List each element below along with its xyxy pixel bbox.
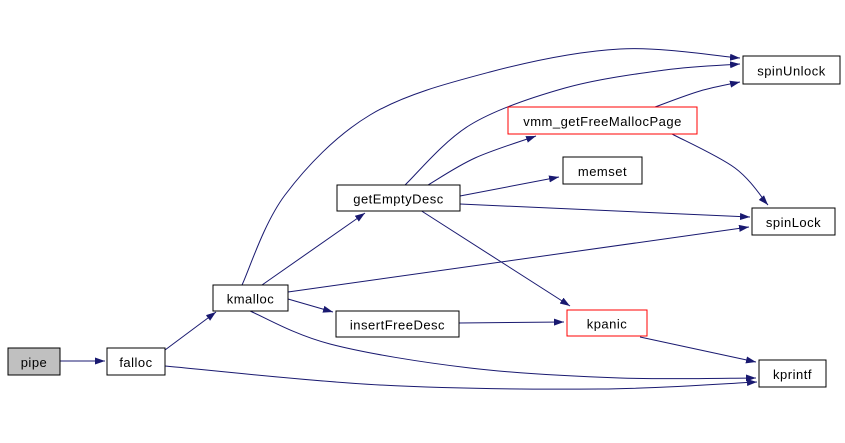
- node-pipe-box: [7, 347, 61, 376]
- node-spinUnlock-box[interactable]: [742, 55, 841, 85]
- node-spinLock[interactable]: spinLock: [751, 207, 836, 236]
- node-insertFreeDesc-label: insertFreeDesc: [350, 318, 445, 333]
- edge-getEmptyDesc-to-spinLock: [459, 203, 751, 221]
- node-memset-label: memset: [578, 164, 627, 179]
- node-kpanic-box[interactable]: [566, 309, 648, 337]
- node-memset[interactable]: memset: [562, 156, 643, 185]
- node-kpanic-label: kpanic: [587, 317, 628, 332]
- node-memset-box[interactable]: [562, 156, 643, 185]
- node-vmm_getFreeMallocPage[interactable]: vmm_getFreeMallocPage: [507, 106, 698, 135]
- node-spinUnlock[interactable]: spinUnlock: [742, 55, 841, 85]
- node-kpanic[interactable]: kpanic: [566, 309, 648, 337]
- edge-getEmptyDesc-to-memset: [459, 175, 560, 197]
- node-spinLock-box[interactable]: [751, 207, 836, 236]
- node-kmalloc-label: kmalloc: [227, 292, 275, 307]
- edge-kmalloc-to-spinUnlock: [241, 48, 741, 286]
- node-getEmptyDesc-box[interactable]: [336, 184, 461, 212]
- node-insertFreeDesc-box[interactable]: [335, 310, 460, 338]
- edge-kmalloc-to-insertFreeDesc: [287, 298, 334, 313]
- node-kprintf-box[interactable]: [758, 359, 827, 388]
- edge-kmalloc-to-getEmptyDesc: [261, 212, 366, 286]
- node-kmalloc[interactable]: kmalloc: [212, 284, 289, 312]
- edge-falloc-to-kmalloc: [164, 311, 217, 351]
- node-kmalloc-box[interactable]: [212, 284, 289, 312]
- edge-kpanic-to-kprintf: [639, 336, 757, 364]
- node-spinUnlock-label: spinUnlock: [757, 64, 826, 79]
- node-vmm_getFreeMallocPage-box[interactable]: [507, 106, 698, 135]
- edge-getEmptyDesc-to-kpanic: [419, 209, 571, 307]
- node-spinLock-label: spinLock: [766, 215, 821, 230]
- node-pipe-label: pipe: [21, 355, 48, 370]
- edge-vmm_getFreeMallocPage-to-spinLock: [671, 133, 769, 206]
- node-getEmptyDesc-label: getEmptyDesc: [353, 192, 444, 207]
- node-falloc-box[interactable]: [106, 347, 166, 376]
- edge-vmm_getFreeMallocPage-to-spinUnlock: [654, 80, 741, 108]
- node-pipe: pipe: [7, 347, 61, 376]
- edge-insertFreeDesc-to-kpanic: [458, 318, 565, 326]
- node-kprintf[interactable]: kprintf: [758, 359, 827, 388]
- node-vmm_getFreeMallocPage-label: vmm_getFreeMallocPage: [523, 114, 682, 129]
- node-kprintf-label: kprintf: [773, 367, 812, 382]
- node-falloc-label: falloc: [119, 355, 152, 370]
- edge-getEmptyDesc-to-vmm_getFreeMallocPage: [427, 135, 537, 186]
- edge-falloc-to-kprintf: [164, 365, 758, 390]
- edge-kmalloc-to-spinLock: [287, 224, 750, 293]
- edge-getEmptyDesc-to-spinUnlock: [404, 61, 741, 186]
- node-falloc[interactable]: falloc: [106, 347, 166, 376]
- edge-kmalloc-to-kprintf: [249, 310, 757, 382]
- node-insertFreeDesc[interactable]: insertFreeDesc: [335, 310, 460, 338]
- node-getEmptyDesc[interactable]: getEmptyDesc: [336, 184, 461, 212]
